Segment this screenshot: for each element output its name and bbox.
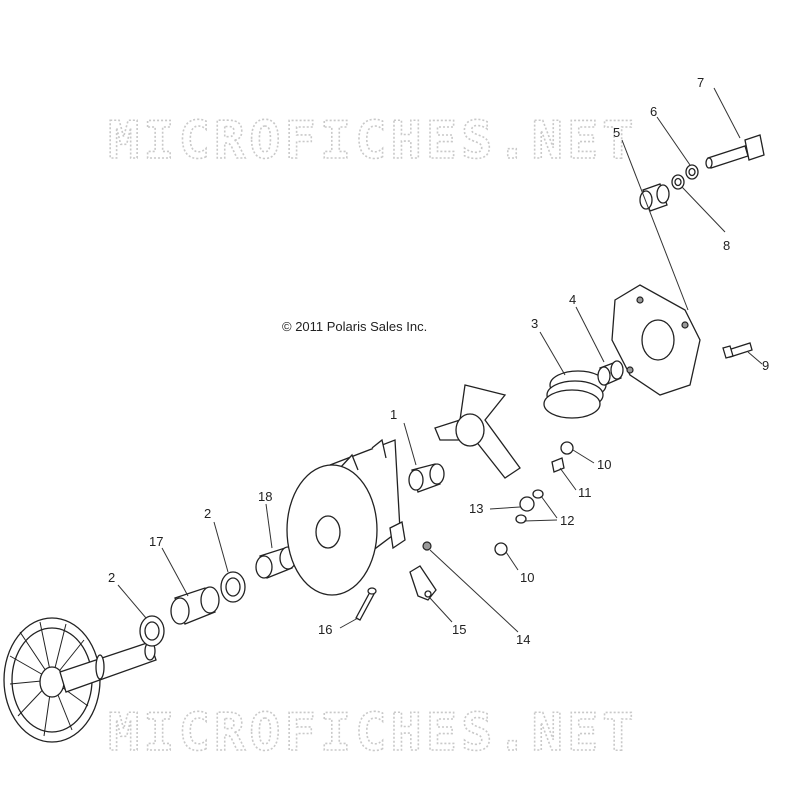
spring-3 bbox=[543, 370, 607, 419]
bolt-7 bbox=[705, 134, 765, 169]
callout-8: 8 bbox=[723, 238, 730, 253]
callout-3: 3 bbox=[531, 316, 538, 331]
callout-6: 6 bbox=[650, 104, 657, 119]
callout-17: 17 bbox=[149, 534, 163, 549]
roller-10-upper bbox=[560, 441, 574, 455]
bushing-17 bbox=[170, 586, 220, 625]
callout-2-lower: 2 bbox=[108, 570, 115, 585]
bushing-4 bbox=[597, 360, 624, 386]
washer-12-upper bbox=[532, 489, 544, 499]
callout-15: 15 bbox=[452, 622, 466, 637]
washer-2-lower bbox=[139, 615, 165, 647]
moveable-sheave bbox=[286, 438, 406, 596]
washer-12-lower bbox=[515, 514, 527, 524]
callout-13: 13 bbox=[469, 501, 483, 516]
callout-7: 7 bbox=[697, 75, 704, 90]
callout-10-upper: 10 bbox=[597, 457, 611, 472]
callout-10-lower: 10 bbox=[520, 570, 534, 585]
callout-16: 16 bbox=[318, 622, 332, 637]
bushing-1 bbox=[408, 463, 445, 493]
copyright-text: © 2011 Polaris Sales Inc. bbox=[282, 319, 427, 334]
callout-2-upper: 2 bbox=[204, 506, 211, 521]
roller-10-lower bbox=[494, 542, 508, 556]
bushing-18 bbox=[255, 546, 297, 579]
roller-13 bbox=[519, 496, 535, 512]
watermark-top: MICROFICHES.NET bbox=[108, 111, 638, 171]
callout-labels: 1 2 2 3 4 5 6 7 8 9 10 10 11 12 13 14 15… bbox=[108, 75, 769, 647]
spider bbox=[434, 384, 521, 479]
nut-14 bbox=[422, 541, 432, 551]
callout-14: 14 bbox=[516, 632, 530, 647]
weight-15 bbox=[409, 565, 437, 601]
callout-5: 5 bbox=[613, 125, 620, 140]
callout-11: 11 bbox=[578, 485, 592, 500]
leader-lines bbox=[117, 87, 763, 633]
callout-4: 4 bbox=[569, 292, 576, 307]
bolt-9 bbox=[722, 342, 753, 359]
callout-1: 1 bbox=[390, 407, 397, 422]
washer-6 bbox=[685, 164, 699, 180]
bushing-5 bbox=[639, 183, 670, 212]
washer-2-upper bbox=[220, 571, 246, 603]
washer-8 bbox=[671, 174, 685, 190]
callout-18: 18 bbox=[258, 489, 272, 504]
bolt-16 bbox=[355, 587, 377, 621]
callout-9: 9 bbox=[762, 358, 769, 373]
callout-12: 12 bbox=[560, 513, 574, 528]
clutch-cover bbox=[611, 284, 701, 396]
watermark-bottom: MICROFICHES.NET bbox=[108, 703, 638, 763]
pin-11 bbox=[551, 457, 565, 473]
